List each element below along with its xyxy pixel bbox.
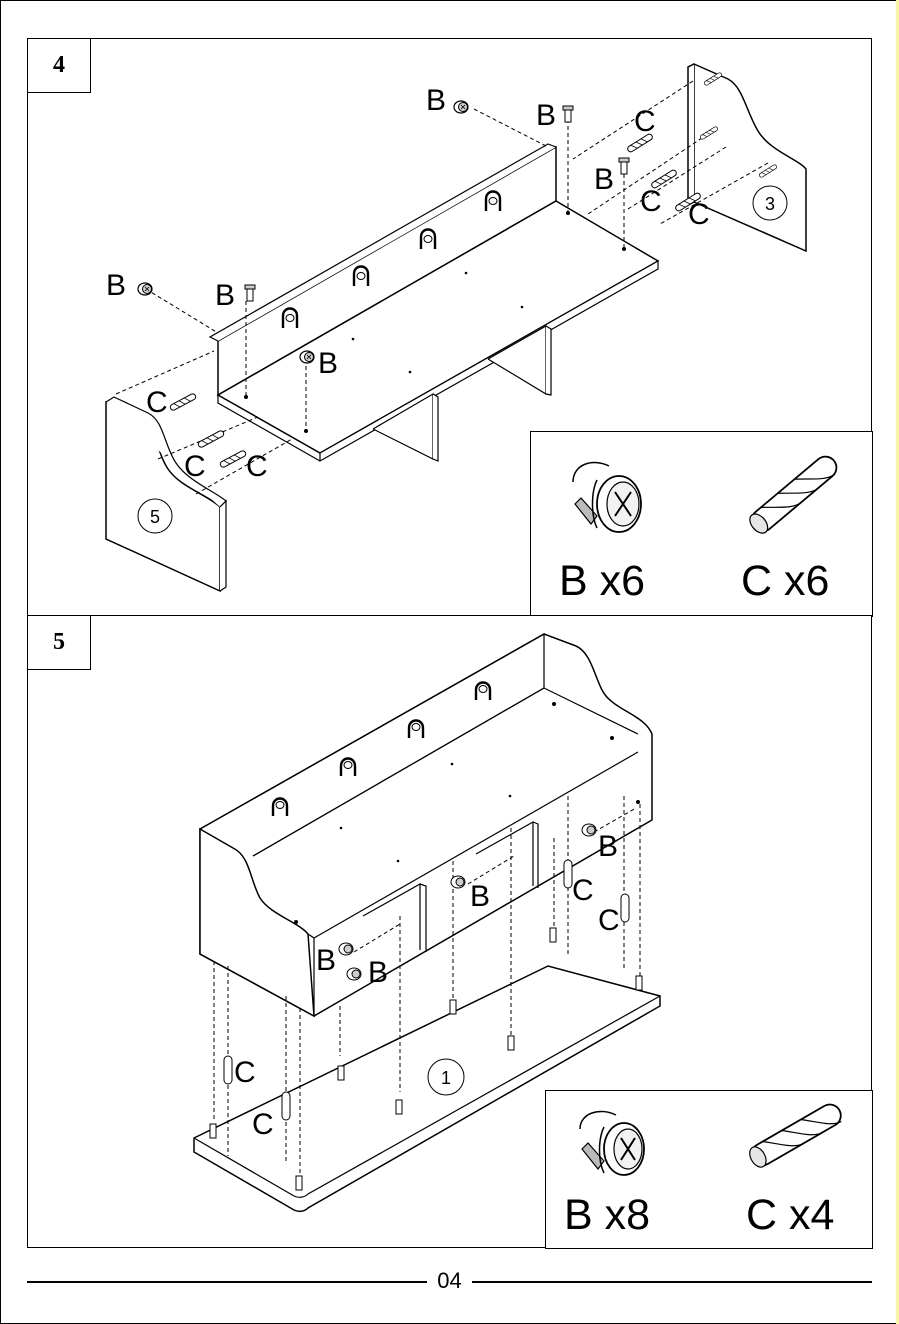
label-c: C: [640, 185, 662, 218]
label-b: B: [106, 269, 126, 302]
label-c: C: [252, 1108, 274, 1141]
step-5-panel: 5: [27, 615, 872, 1248]
label-c: C: [634, 105, 656, 138]
label-c: C: [146, 386, 168, 419]
panel-number-3: 3: [765, 194, 775, 214]
label-c: C: [246, 450, 268, 483]
dowel-c-icon: [746, 1100, 844, 1170]
panel-number-5: 5: [150, 507, 160, 527]
hardware-b-count: B x8: [564, 1191, 650, 1240]
label-b: B: [594, 163, 614, 196]
panel-number-1: 1: [441, 1068, 451, 1088]
label-b: B: [215, 279, 235, 312]
label-b: B: [368, 956, 388, 989]
hardware-b-count: B x6: [559, 557, 645, 606]
dowel-c-icon: [746, 452, 841, 536]
label-c: C: [572, 874, 594, 907]
label-c: C: [234, 1056, 256, 1089]
page-number: 04: [0, 1268, 899, 1294]
hardware-c-count: C x4: [746, 1191, 834, 1240]
label-b: B: [316, 944, 336, 977]
label-c: C: [184, 450, 206, 483]
step-5-hardware-box: B x8 C x4: [545, 1090, 873, 1249]
camlock-b-icon: [580, 1111, 644, 1175]
label-b: B: [536, 99, 556, 132]
hardware-c-count: C x6: [741, 557, 829, 606]
label-c: C: [598, 904, 620, 937]
step-4-hardware-box: B x6 C x6: [530, 431, 873, 617]
label-c: C: [688, 198, 710, 231]
label-b: B: [470, 880, 490, 913]
label-b: B: [598, 830, 618, 863]
label-b: B: [318, 347, 338, 380]
step-4-panel: 4: [27, 38, 872, 616]
label-b: B: [426, 84, 446, 117]
page-number-text: 04: [427, 1268, 471, 1293]
camlock-b-icon: [573, 463, 641, 532]
